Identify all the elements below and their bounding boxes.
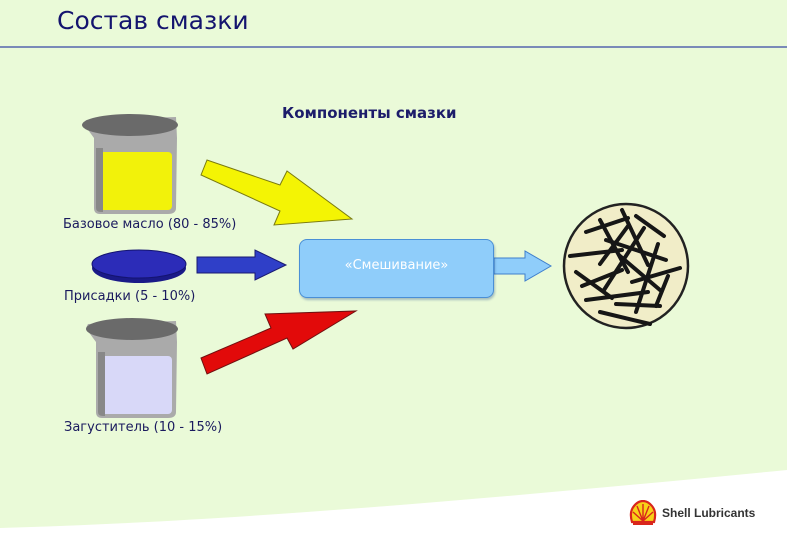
base-oil-label: Базовое масло (80 - 85%) bbox=[63, 217, 237, 232]
base-oil-beaker-icon bbox=[82, 114, 178, 214]
shell-logo-text: Shell Lubricants bbox=[662, 506, 756, 520]
output-arrow-icon bbox=[493, 250, 553, 282]
additives-disk-icon bbox=[91, 249, 187, 283]
additives-label: Присадки (5 - 10%) bbox=[64, 289, 196, 304]
slide-title: Состав смазки bbox=[57, 6, 249, 35]
thickener-arrow-icon bbox=[200, 310, 358, 375]
bottom-swoosh bbox=[0, 470, 787, 543]
base-oil-liquid bbox=[99, 152, 172, 210]
additives-arrow-icon bbox=[196, 249, 288, 281]
shell-logo: Shell Lubricants bbox=[628, 500, 755, 526]
thickener-beaker-icon bbox=[86, 318, 178, 418]
thickener-label: Загуститель (10 - 15%) bbox=[64, 420, 223, 435]
shell-logo-icon bbox=[629, 500, 657, 525]
title-divider bbox=[0, 46, 787, 48]
grease-structure-icon bbox=[562, 202, 690, 330]
thickener-liquid bbox=[101, 356, 172, 414]
diagram-heading: Компоненты смазки bbox=[282, 104, 457, 122]
base-oil-arrow-icon bbox=[200, 159, 354, 226]
mixing-process-box: «Смешивание» bbox=[299, 239, 494, 298]
mixing-process-label: «Смешивание» bbox=[344, 258, 449, 273]
